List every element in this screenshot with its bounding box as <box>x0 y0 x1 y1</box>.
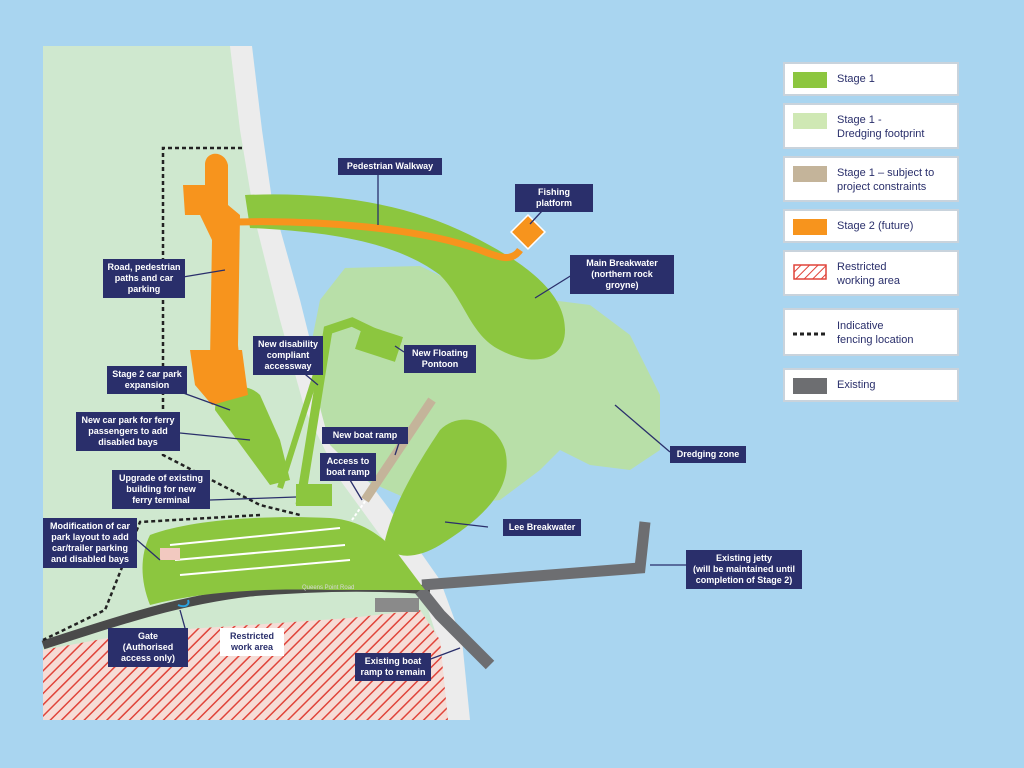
ferry-terminal-building <box>296 484 332 506</box>
legend-item-constraints: Stage 1 – subject to project constraints <box>783 156 959 202</box>
legend-label: Restricted working area <box>837 261 900 287</box>
callout-restricted-work-area: Restricted work area <box>220 628 284 656</box>
callout-gate: Gate (Authorised access only) <box>108 628 188 667</box>
callout-new-boat-ramp: New boat ramp <box>322 427 408 444</box>
ramp-parking-lines <box>375 598 419 612</box>
callout-ferry-car-park: New car park for ferry passengers to add… <box>76 412 180 451</box>
callout-dredging-zone: Dredging zone <box>670 446 746 463</box>
callout-fishing-platform: Fishing platform <box>515 184 593 212</box>
dashed-line-swatch <box>793 332 827 336</box>
callout-stage2-car-park: Stage 2 car park expansion <box>107 366 187 394</box>
boat-ramp-access <box>351 499 367 521</box>
legend-item-stage1: Stage 1 <box>783 62 959 96</box>
callout-disability-accessway: New disability compliant accessway <box>253 336 323 375</box>
stage2-road <box>183 153 243 395</box>
callout-floating-pontoon: New Floating Pontoon <box>404 345 476 373</box>
existing-jetty <box>421 521 651 591</box>
stage2-car-park-shape <box>190 350 248 405</box>
lee-breakwater-shape <box>385 419 507 556</box>
legend-label: Stage 2 (future) <box>837 220 914 232</box>
legend-item-restricted: Restricted working area <box>783 250 959 296</box>
stage1-swatch <box>793 72 827 88</box>
callout-modification-car-park: Modification of car park layout to add c… <box>43 518 137 568</box>
stage2-walkway-path <box>234 218 523 261</box>
callout-upgrade-building: Upgrade of existing building for new fer… <box>112 470 210 509</box>
hatched-swatch <box>793 264 827 280</box>
new-boat-ramp <box>361 397 436 503</box>
legend-label: Indicative fencing location <box>837 320 914 346</box>
legend-label: Stage 1 - Dredging footprint <box>837 114 925 140</box>
existing-swatch <box>793 378 827 394</box>
disabled-bays <box>160 548 180 560</box>
car-park-bays <box>169 527 351 576</box>
legend-item-fencing: Indicative fencing location <box>783 308 959 356</box>
main-breakwater-shape <box>245 194 565 360</box>
callout-pedestrian-walkway: Pedestrian Walkway <box>338 158 442 175</box>
stage1-car-park <box>142 517 425 605</box>
constraint-swatch <box>793 166 827 182</box>
callout-road-paths-parking: Road, pedestrian paths and car parking <box>103 259 185 298</box>
road-name-label: Queens Point Road <box>302 585 355 591</box>
ferry-car-park <box>215 386 290 485</box>
fencing-line <box>42 146 301 642</box>
callout-lee-breakwater: Lee Breakwater <box>503 519 581 536</box>
callout-main-breakwater: Main Breakwater (northern rock groyne) <box>570 255 674 294</box>
callout-existing-jetty: Existing jetty (will be maintained until… <box>686 550 802 589</box>
legend-label: Stage 1 – subject to project constraints <box>837 167 935 193</box>
dredging-swatch <box>793 113 827 129</box>
existing-boat-ramp <box>415 586 495 670</box>
legend-label: Stage 1 <box>837 73 875 85</box>
legend-item-stage2: Stage 2 (future) <box>783 209 959 243</box>
callout-access-boat-ramp: Access to boat ramp <box>320 453 376 481</box>
callout-existing-boat-ramp: Existing boat ramp to remain <box>355 653 431 681</box>
legend-item-existing: Existing <box>783 368 959 402</box>
leader-lines <box>136 172 686 664</box>
fishing-platform-shape <box>509 213 547 251</box>
legend-item-dredging: Stage 1 - Dredging footprint <box>783 103 959 149</box>
floating-pontoon <box>355 324 403 362</box>
stage2-swatch <box>793 219 827 235</box>
legend-label: Existing <box>837 379 876 391</box>
gate-marker <box>177 599 190 608</box>
